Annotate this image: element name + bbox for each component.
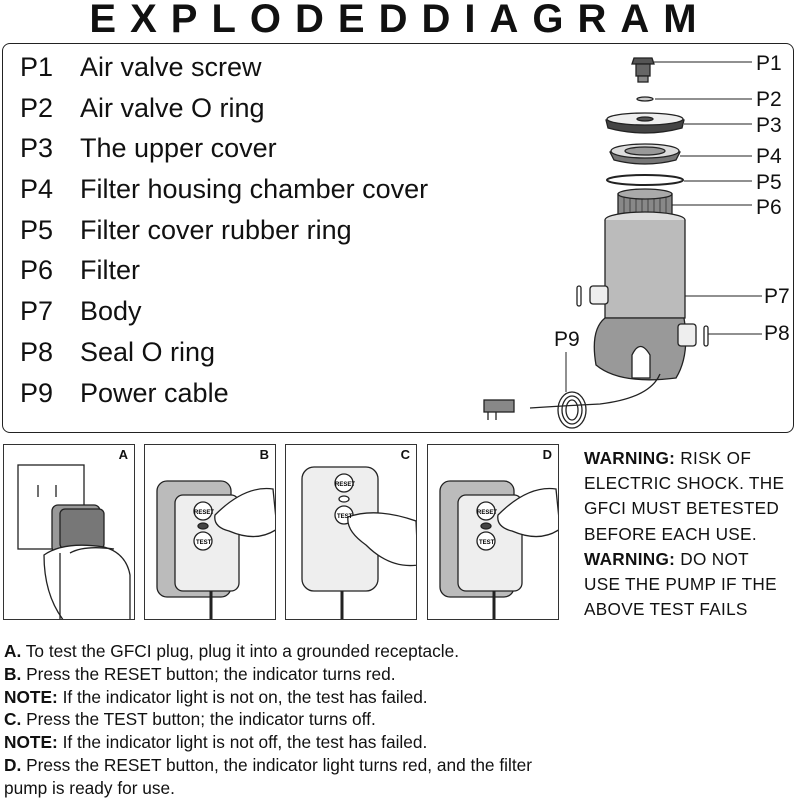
part-row: P3 The upper cover xyxy=(20,131,428,172)
air-valve-o-ring-part xyxy=(636,96,654,102)
warning-line: GFCI MUST BETESTED xyxy=(584,498,780,519)
panel-label: D xyxy=(542,447,552,462)
reset-button-label: RESET xyxy=(477,510,497,516)
upper-cover-part xyxy=(605,112,685,134)
step-panel-b: B RESET TEST xyxy=(144,444,276,620)
part-row: P4 Filter housing chamber cover xyxy=(20,172,428,213)
part-code: P1 xyxy=(20,52,54,82)
instruction-line: NOTE: If the indicator light is not off,… xyxy=(4,731,532,754)
part-code: P2 xyxy=(20,92,54,123)
callout-p7: P7 xyxy=(764,285,790,308)
part-row: P7 Body xyxy=(20,294,428,335)
test-button-label: TEST xyxy=(479,540,495,546)
press-test-illustration: RESET TEST xyxy=(301,466,416,619)
warning-line: ABOVE TEST FAILS xyxy=(584,599,748,620)
instruction-line: B. Press the RESET button; the indicator… xyxy=(4,663,532,686)
callout-p1: P1 xyxy=(756,52,782,75)
part-name: Filter housing chamber cover xyxy=(80,174,429,205)
part-name: The upper cover xyxy=(80,133,277,164)
instruction-key: C. xyxy=(4,709,22,730)
warning-text: WARNING: RISK OF ELECTRIC SHOCK. THE GFC… xyxy=(584,446,800,622)
part-name: Power cable xyxy=(80,377,229,408)
step-panel-a: A xyxy=(3,444,135,620)
callout-p6: P6 xyxy=(756,196,782,219)
warning-line: BEFORE EACH USE. xyxy=(584,523,757,544)
pump-body-part xyxy=(589,211,697,381)
part-name: Air valve screw xyxy=(80,52,262,82)
instruction-key: NOTE: xyxy=(4,686,58,707)
part-code: P3 xyxy=(20,133,54,164)
seal-o-ring-part xyxy=(576,285,709,347)
warning-line: USE THE PUMP IF THE xyxy=(584,574,777,595)
part-code: P7 xyxy=(20,296,54,327)
test-button-label: TEST xyxy=(196,540,212,546)
panel-label: C xyxy=(400,447,410,462)
instruction-key: B. xyxy=(4,663,22,684)
plug-into-outlet-illustration xyxy=(17,464,131,619)
part-row: P6 Filter xyxy=(20,253,428,294)
part-name: Filter xyxy=(80,255,140,286)
parts-list: P1 Air valve screw P2 Air valve O ring P3 T… xyxy=(20,50,428,416)
test-button-label: TEST xyxy=(337,514,353,520)
exploded-pump-drawing: P1 P2 P3 P4 P5 P6 P7 P8 P9 xyxy=(483,52,790,429)
part-name: Air valve O ring xyxy=(80,92,265,123)
instruction-line: A. To test the GFCI plug, plug it into a… xyxy=(4,640,532,663)
power-cable-part xyxy=(483,373,661,429)
instruction-text: pump is ready for use. xyxy=(4,777,175,798)
instructions: A. To test the GFCI plug, plug it into a… xyxy=(4,640,532,800)
part-name: Filter cover rubber ring xyxy=(80,214,352,245)
instruction-text: Press the TEST button; the indicator tur… xyxy=(21,709,376,730)
panel-label: B xyxy=(259,447,269,462)
instruction-text: If the indicator light is not on, the te… xyxy=(57,686,428,707)
part-code: P4 xyxy=(20,174,54,205)
panel-label: A xyxy=(118,447,128,462)
warning-line: RISK OF xyxy=(675,448,752,468)
part-row: P9 Power cable xyxy=(20,376,428,417)
reset-button-label: RESET xyxy=(335,482,355,488)
part-row: P2 Air valve O ring xyxy=(20,91,428,132)
part-row: P1 Air valve screw xyxy=(20,50,428,91)
step-panel-d: D RESET TEST xyxy=(427,444,559,620)
callout-p5: P5 xyxy=(756,171,782,194)
reset-button-label: RESET xyxy=(194,510,214,516)
instruction-line: D. Press the RESET button, the indicator… xyxy=(4,754,532,777)
page-title: EXPLODEDDIAGRAM xyxy=(89,0,711,41)
warning-label: WARNING: xyxy=(584,448,676,468)
callout-p3: P3 xyxy=(756,114,782,137)
instruction-key: D. xyxy=(4,754,22,775)
air-valve-screw-part xyxy=(631,57,655,83)
instruction-key: A. xyxy=(4,641,22,661)
callout-p9: P9 xyxy=(554,328,580,351)
part-row: P5 Filter cover rubber ring xyxy=(20,213,428,254)
warning-line: ELECTRIC SHOCK. THE xyxy=(584,473,785,494)
instruction-text: To test the GFCI plug, plug it into a gr… xyxy=(21,641,460,661)
callout-p2: P2 xyxy=(756,88,782,111)
part-code: P8 xyxy=(20,336,54,367)
chamber-cover-part xyxy=(609,143,681,165)
callout-p8: P8 xyxy=(764,322,790,345)
part-row: P8 Seal O ring xyxy=(20,335,428,376)
warning-label: WARNING: xyxy=(584,548,676,569)
part-code: P5 xyxy=(20,214,54,245)
instruction-text: Press the RESET button; the indicator tu… xyxy=(21,663,396,684)
press-reset-illustration: RESET TEST xyxy=(156,480,275,619)
part-code: P6 xyxy=(20,255,54,286)
callout-p4: P4 xyxy=(756,145,782,168)
instruction-key: NOTE: xyxy=(4,732,58,753)
warning-line: DO NOT xyxy=(675,548,749,569)
instruction-line: C. Press the TEST button; the indicator … xyxy=(4,708,532,731)
instruction-line: pump is ready for use. xyxy=(4,777,532,800)
instruction-line: NOTE: If the indicator light is not on, … xyxy=(4,686,532,709)
instruction-text: Press the RESET button, the indicator li… xyxy=(21,754,532,775)
part-name: Body xyxy=(80,296,142,327)
instruction-text: If the indicator light is not off, the t… xyxy=(57,732,428,753)
cover-rubber-ring-part xyxy=(606,174,684,186)
part-code: P9 xyxy=(20,377,54,408)
parts-frame xyxy=(2,43,794,433)
step-panel-c: C RESET TEST xyxy=(285,444,417,620)
part-name: Seal O ring xyxy=(80,336,216,367)
press-reset-again-illustration: RESET TEST xyxy=(439,480,558,619)
